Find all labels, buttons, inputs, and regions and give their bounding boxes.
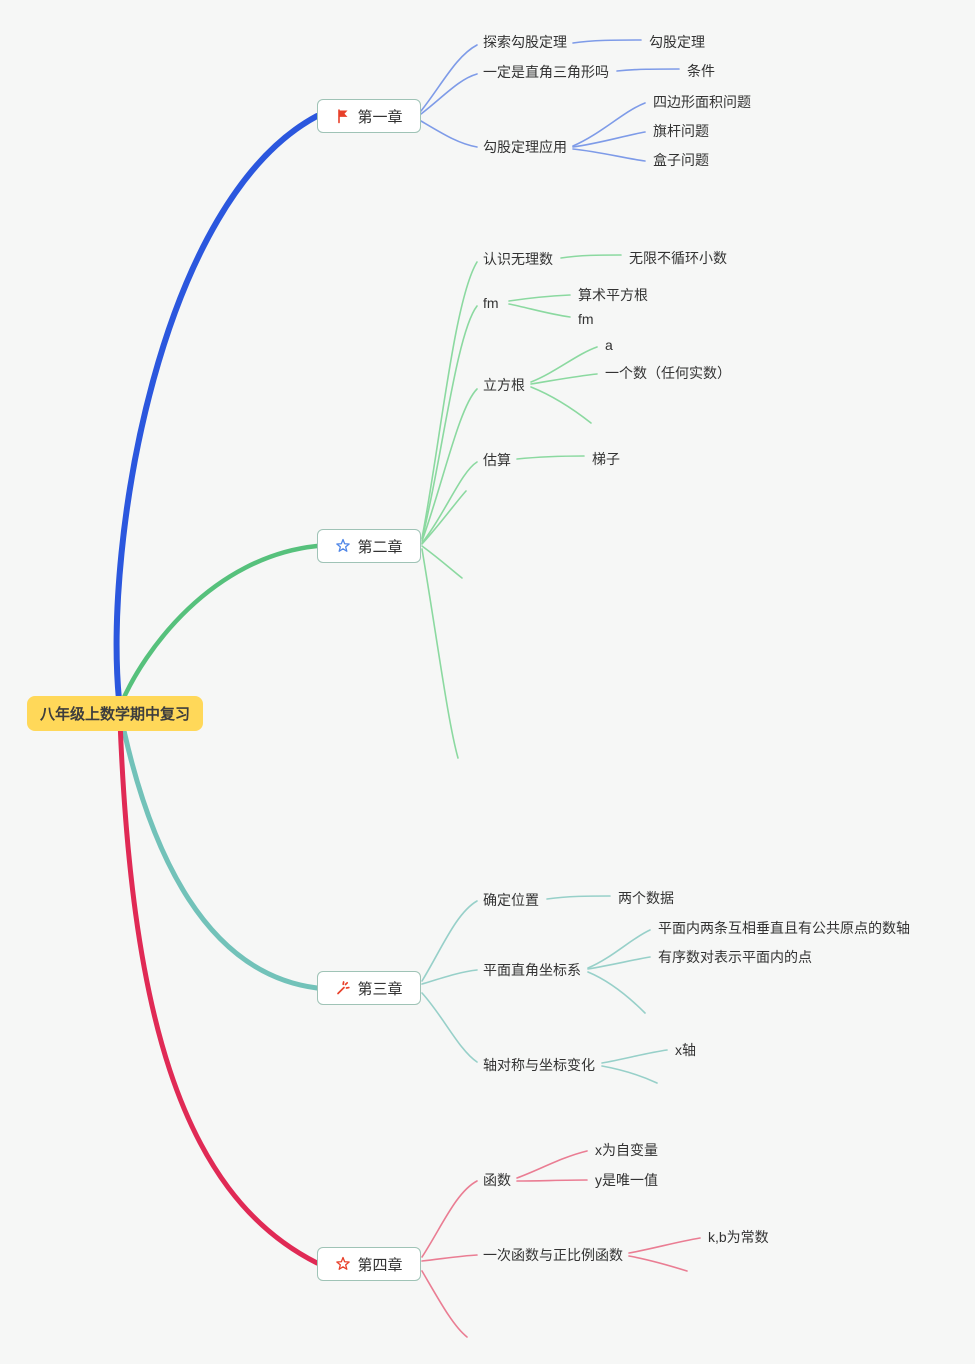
topic-label[interactable]: 函数 [483,1172,511,1188]
topic-label[interactable]: 轴对称与坐标变化 [483,1057,595,1073]
topic-label[interactable]: 一次函数与正比例函数 [483,1247,623,1263]
branch-chapter1-main [113,113,320,703]
branch-chapter4-main [117,718,320,1266]
branch-chapter2-sub [421,254,622,759]
chapter-label: 第四章 [357,1256,403,1274]
subtopic-label[interactable]: 两个数据 [618,890,674,906]
branch-chapter2-main [118,543,320,707]
topic-label[interactable]: 一定是直角三角形吗 [483,64,609,80]
chapter-node-4[interactable]: 第四章 [317,1247,421,1281]
topic-label[interactable]: 估算 [483,452,511,468]
topic-label[interactable]: fm [483,295,499,311]
chapter-node-2[interactable]: 第二章 [317,529,421,563]
subtopic-label[interactable]: 梯子 [592,451,620,467]
subtopic-label[interactable]: x为自变量 [595,1142,658,1158]
subtopic-label[interactable]: fm [578,311,594,327]
blue-star-icon [335,538,351,554]
red-flag-icon [335,108,351,124]
chapter-node-1[interactable]: 第一章 [317,99,421,133]
root-topic-label: 八年级上数学期中复习 [40,706,191,723]
subtopic-label[interactable]: 算术平方根 [578,287,648,303]
subtopic-label[interactable]: 旗杆问题 [653,123,709,139]
subtopic-label[interactable]: 平面内两条互相垂直且有公共原点的数轴 [658,920,910,936]
red-star-icon [335,1256,351,1272]
topic-label[interactable]: 勾股定理应用 [483,139,567,155]
branch-chapter1-sub [420,39,680,162]
topic-label[interactable]: 立方根 [483,377,525,393]
topic-label[interactable]: 平面直角坐标系 [483,962,581,978]
subtopic-label[interactable]: 勾股定理 [649,34,705,50]
branch-chapter3-sub [421,895,668,1084]
chapter-label: 第三章 [357,980,403,998]
branch-chapter3-main [118,714,320,991]
subtopic-label[interactable]: a [605,337,613,353]
root-topic[interactable]: 八年级上数学期中复习 [27,696,204,731]
subtopic-label[interactable]: x轴 [675,1042,696,1058]
chapter-label: 第一章 [357,108,403,126]
subtopic-label[interactable]: 无限不循环小数 [629,250,727,266]
subtopic-label[interactable]: y是唯一值 [595,1172,658,1188]
topic-label[interactable]: 认识无理数 [483,251,553,267]
branch-chapter4-sub [421,1150,701,1338]
topic-label[interactable]: 确定位置 [483,892,539,908]
chapter-label: 第二章 [357,538,403,556]
subtopic-label[interactable]: 有序数对表示平面内的点 [658,949,812,965]
topic-label[interactable]: 探索勾股定理 [483,34,567,50]
magic-wand-icon [335,980,351,996]
subtopic-label[interactable]: k,b为常数 [708,1229,769,1245]
chapter-node-3[interactable]: 第三章 [317,971,421,1005]
subtopic-label[interactable]: 盒子问题 [653,152,709,168]
subtopic-label[interactable]: 条件 [687,63,715,79]
subtopic-label[interactable]: 四边形面积问题 [653,94,751,110]
subtopic-label[interactable]: 一个数（任何实数） [605,365,731,381]
